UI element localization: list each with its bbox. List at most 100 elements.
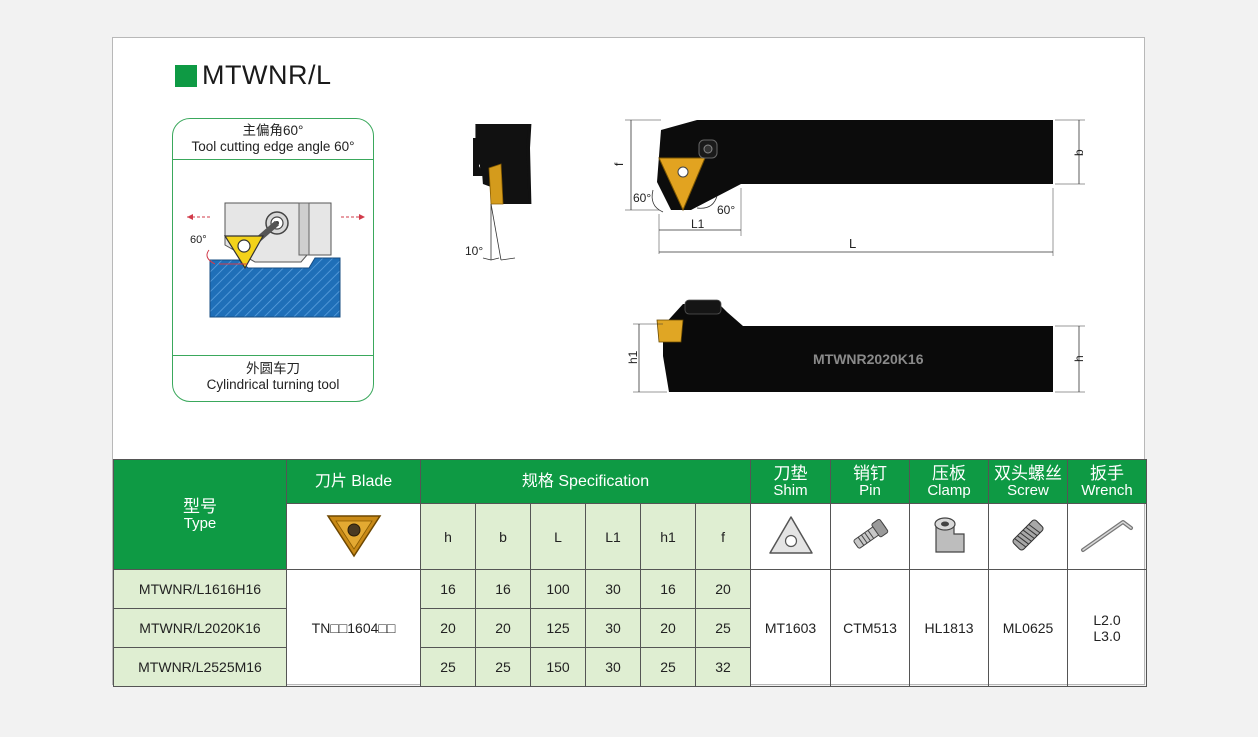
- row-val-b: 16: [475, 569, 531, 609]
- row-val-L: 100: [530, 569, 586, 609]
- wrench-icon: [1081, 520, 1134, 552]
- angle-60-right: 60°: [717, 203, 735, 217]
- header-pin-zh: 销钉: [853, 463, 888, 483]
- body-marking: MTWNR2020K16: [813, 351, 924, 367]
- header-screw-en: Screw: [1007, 481, 1049, 499]
- header-clamp-zh: 压板: [932, 463, 967, 483]
- blade-code: TN□□1604□□: [286, 569, 421, 687]
- row-val-h1: 25: [640, 647, 696, 687]
- shim-image-cell: [750, 503, 832, 570]
- screw-image-cell: [988, 503, 1069, 570]
- header-screw: 双头螺丝 Screw: [988, 459, 1069, 504]
- header-type-zh: 型号: [183, 496, 217, 516]
- col-L1: L1: [585, 503, 641, 570]
- header-shim: 刀垫 Shim: [750, 459, 832, 504]
- header-spec: 规格 Specification: [419, 459, 752, 504]
- row-val-b: 20: [475, 608, 531, 648]
- side-view-drawing: 10°: [465, 124, 532, 261]
- header-type-en: Type: [183, 514, 217, 532]
- row-val-f: 25: [694, 608, 752, 648]
- clamp-icon: [934, 517, 965, 553]
- pin-image-cell: [830, 503, 911, 570]
- header-wrench: 扳手 Wrench: [1067, 459, 1148, 504]
- header-wrench-zh: 扳手: [1090, 463, 1125, 483]
- col-f: f: [694, 503, 752, 570]
- catalog-sheet: MTWNR/L 主偏角60° Tool cutting edge angle 6…: [112, 37, 1148, 687]
- turning-tool-en: Cylindrical turning tool: [206, 377, 340, 392]
- turning-illustration: 60°: [187, 202, 365, 318]
- row-val-f: 32: [694, 647, 752, 687]
- screw-code: ML0625: [988, 569, 1069, 687]
- turning-tool-caption: 外圆车刀 Cylindrical turning tool: [173, 361, 373, 393]
- row-val-L1: 30: [585, 569, 641, 609]
- pin-icon: [853, 518, 889, 549]
- turning-tool-zh: 外圆车刀: [246, 361, 300, 376]
- workpiece-shape: [209, 257, 341, 318]
- dim-f: f: [613, 162, 626, 166]
- angle-60-left: 60°: [633, 191, 651, 205]
- col-b: b: [475, 503, 531, 570]
- col-L: L: [530, 503, 586, 570]
- header-spec-text: 规格 Specification: [521, 473, 650, 490]
- spec-table: 型号 Type 刀片 Blade 规格 Specification 刀垫 Shi…: [113, 459, 1148, 687]
- header-wrench-en: Wrench: [1081, 481, 1133, 499]
- row-val-L: 125: [530, 608, 586, 648]
- row-type: MTWNR/L2525M16: [113, 647, 287, 687]
- angle-label: 60°: [190, 234, 207, 246]
- row-val-L: 150: [530, 647, 586, 687]
- pin-code: CTM513: [830, 569, 911, 687]
- dim-h: h: [1072, 355, 1086, 362]
- header-pin-en: Pin: [859, 481, 881, 499]
- front-view-drawing: MTWNR2020K16 h1 h: [626, 299, 1086, 393]
- wrench-code-1: L2.0: [1093, 612, 1121, 628]
- cutting-angle-box: 主偏角60° Tool cutting edge angle 60°: [172, 118, 374, 402]
- blade-insert-icon: [326, 515, 381, 558]
- blade-image-cell: [286, 503, 421, 570]
- row-val-L1: 30: [585, 647, 641, 687]
- cutting-angle-caption: 主偏角60° Tool cutting edge angle 60°: [173, 123, 373, 155]
- cutting-angle-zh: 主偏角60°: [242, 123, 304, 138]
- clamp-code: HL1813: [909, 569, 990, 687]
- header-clamp: 压板 Clamp: [909, 459, 990, 504]
- header-blade-text: 刀片 Blade: [314, 473, 393, 490]
- row-val-h: 16: [420, 569, 476, 609]
- col-h: h: [420, 503, 476, 570]
- wrench-code: L2.0 L3.0: [1067, 569, 1148, 687]
- header-clamp-en: Clamp: [927, 481, 971, 499]
- wrench-code-2: L3.0: [1093, 628, 1121, 644]
- row-val-h: 25: [420, 647, 476, 687]
- row-val-b: 25: [475, 647, 531, 687]
- clamp-image-cell: [909, 503, 990, 570]
- divider-top: [173, 159, 373, 160]
- header-blade: 刀片 Blade: [286, 459, 421, 504]
- product-title-text: MTWNR/L: [202, 60, 332, 90]
- row-val-h1: 20: [640, 608, 696, 648]
- title-marker: [175, 64, 197, 87]
- wrench-image-cell: [1067, 503, 1148, 570]
- header-type: 型号 Type: [113, 459, 287, 570]
- row-val-h1: 16: [640, 569, 696, 609]
- dim-b: b: [1072, 149, 1086, 156]
- row-type: MTWNR/L1616H16: [113, 569, 287, 609]
- header-shim-en: Shim: [773, 481, 808, 499]
- table-row: MTWNR/L2020K16 20 20 125 30 20 25: [113, 608, 1147, 648]
- header-screw-zh: 双头螺丝: [994, 463, 1063, 483]
- header-pin: 销钉 Pin: [830, 459, 911, 504]
- dim-h1: h1: [626, 350, 640, 364]
- header-shim-zh: 刀垫: [773, 463, 808, 483]
- product-title: MTWNR/L: [175, 60, 331, 91]
- divider-bottom: [173, 355, 373, 356]
- row-val-L1: 30: [585, 608, 641, 648]
- dim-L1: L1: [691, 217, 705, 231]
- shim-code: MT1603: [750, 569, 832, 687]
- table-row: MTWNR/L1616H16 TN□□1604□□ 16 16 100 30 1…: [113, 569, 1148, 687]
- relief-angle-label: 10°: [465, 244, 483, 258]
- top-view-drawing: f b L1 L 60° 60°: [613, 119, 1086, 256]
- cutting-angle-en: Tool cutting edge angle 60°: [191, 139, 355, 154]
- col-h1: h1: [640, 503, 696, 570]
- shim-icon: [768, 516, 813, 554]
- screw-icon: [1012, 519, 1044, 551]
- row-val-f: 20: [694, 569, 752, 609]
- table-row: MTWNR/L2525M16 25 25 150 30 25 32: [113, 647, 1147, 687]
- row-type: MTWNR/L2020K16: [113, 608, 287, 648]
